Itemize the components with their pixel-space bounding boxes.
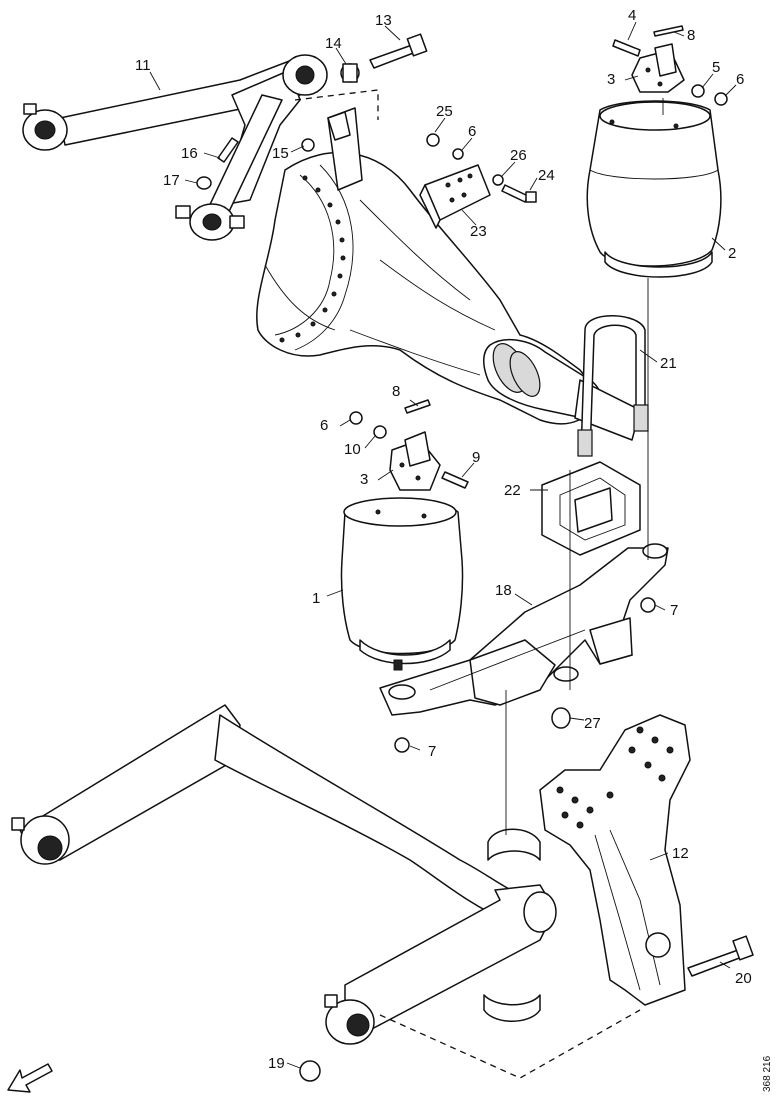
- nut-25: [426, 133, 440, 147]
- callout-23: 23: [470, 223, 487, 240]
- bracket-23: [419, 164, 491, 229]
- callout-16: 16: [181, 145, 198, 162]
- air-spring-1: [340, 497, 464, 671]
- callout-1: 1: [312, 590, 320, 607]
- bracket-3-mid: [389, 431, 441, 491]
- callout-5: 5: [712, 59, 720, 76]
- callout-7-lower: 7: [428, 743, 436, 760]
- callout-3-middle: 3: [360, 471, 368, 488]
- washer-26: [492, 174, 504, 186]
- bolt-24: [501, 184, 537, 203]
- callout-24: 24: [538, 167, 555, 184]
- callout-8-upper: 8: [687, 27, 695, 44]
- nut-19: [299, 1060, 321, 1082]
- callout-17: 17: [163, 172, 180, 189]
- nut-7-right: [640, 597, 656, 613]
- bracket-3-top: [631, 43, 685, 93]
- callout-20: 20: [735, 970, 752, 987]
- callout-15: 15: [272, 145, 289, 162]
- callout-8-middle: 8: [392, 383, 400, 400]
- callout-6-upper: 6: [468, 123, 476, 140]
- bolt-9: [441, 471, 469, 489]
- nut-27: [551, 707, 571, 729]
- pin-8-top: [653, 25, 684, 37]
- callout-3-upper: 3: [607, 71, 615, 88]
- bolt-16: [217, 137, 239, 163]
- bushing-14: [340, 63, 360, 83]
- callout-19: 19: [268, 1055, 285, 1072]
- callout-11: 11: [135, 57, 151, 74]
- leader-lines: [149, 21, 737, 1069]
- callout-6-right: 6: [736, 71, 744, 88]
- callout-22: 22: [504, 482, 521, 499]
- callout-2: 2: [728, 245, 736, 262]
- air-spring-2: [586, 100, 722, 278]
- washer-5: [691, 84, 705, 98]
- callout-7-right: 7: [670, 602, 678, 619]
- callout-6-middle: 6: [320, 417, 328, 434]
- callout-9: 9: [472, 449, 480, 466]
- nut-7-lower: [394, 737, 410, 753]
- pad-22: [541, 461, 641, 556]
- assembly-lines: [379, 98, 664, 1079]
- bracket-15: [294, 89, 379, 191]
- frame-bracket-12: [539, 714, 691, 1006]
- callout-12: 12: [672, 845, 689, 862]
- figure-reference-number: 368 216: [762, 1055, 773, 1092]
- callout-labels: 11 13 14 15 16 17 25 6 26 24 23 4 8 3 5 …: [135, 7, 752, 1072]
- callout-13: 13: [375, 12, 392, 29]
- bushing-halves: [483, 828, 541, 1022]
- callout-21: 21: [660, 355, 677, 372]
- reaction-rod: [22, 54, 328, 241]
- callout-10: 10: [344, 441, 361, 458]
- bolt-20: [687, 935, 754, 977]
- callout-27: 27: [584, 715, 601, 732]
- callout-25: 25: [436, 103, 453, 120]
- callout-18: 18: [495, 582, 512, 599]
- pin-8-mid: [404, 399, 431, 414]
- front-direction-arrow-icon: [7, 1063, 53, 1093]
- stabilizer-beam: [11, 704, 557, 1045]
- nut-6-mid: [349, 411, 363, 425]
- bolt-13: [369, 33, 428, 69]
- washer-6-top: [452, 148, 464, 160]
- callout-26: 26: [510, 147, 527, 164]
- callout-4: 4: [628, 7, 636, 24]
- bolt-4: [612, 39, 641, 57]
- crossmember-18: [379, 543, 669, 716]
- nut-17: [196, 176, 212, 190]
- nut-6-right: [714, 92, 728, 106]
- washer-10: [373, 425, 387, 439]
- axle-housing: [256, 151, 641, 441]
- callout-14: 14: [325, 35, 342, 52]
- u-bolt-21: [577, 315, 649, 457]
